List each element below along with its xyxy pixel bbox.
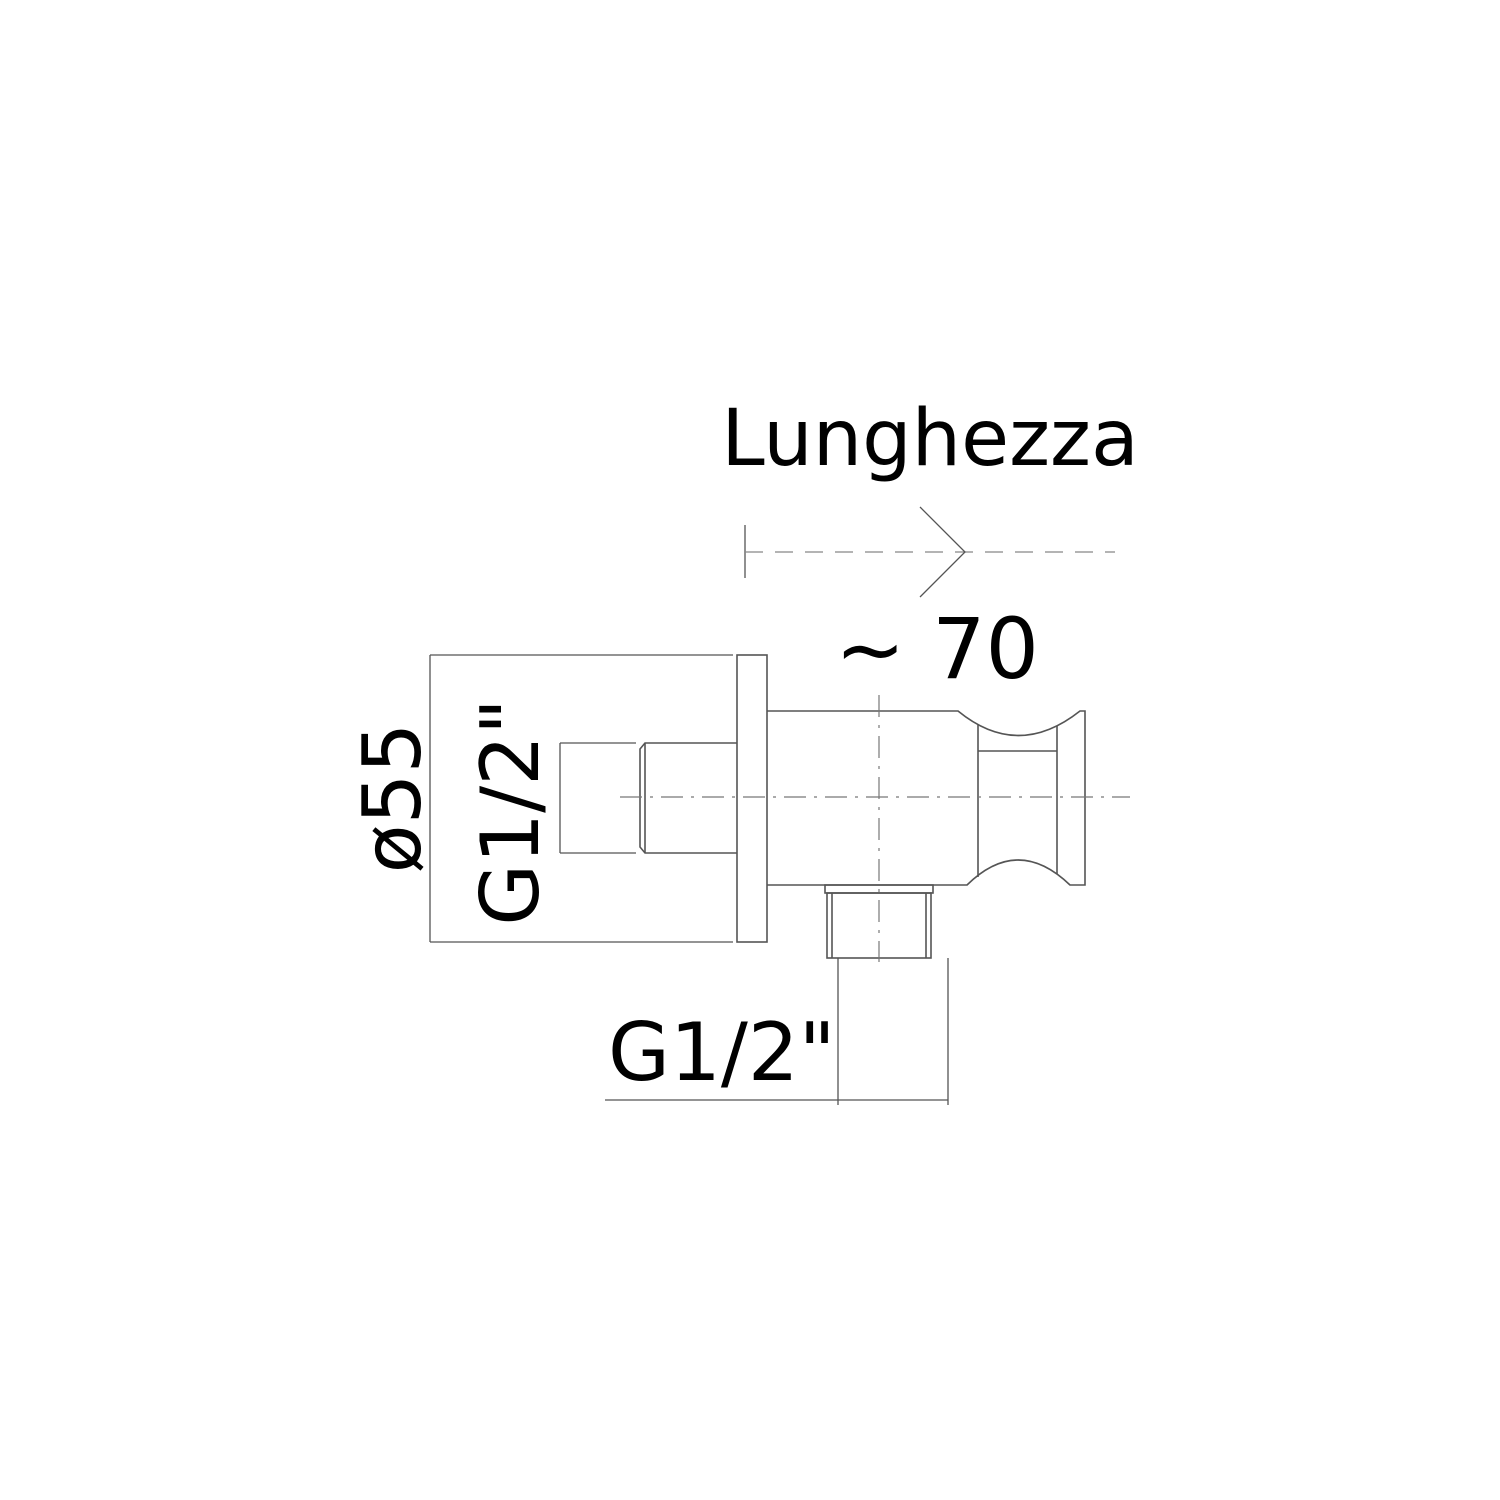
length-value: ~ 70 [835, 600, 1039, 698]
wall-outlet-part [639, 654, 1086, 959]
outlet-thread-label: G1/2" [608, 1006, 836, 1099]
inlet-thread-label: G1/2" [464, 698, 557, 926]
outlet-thread-dimension [605, 958, 949, 1105]
diameter-label: ø55 [346, 723, 439, 874]
length-label: Lunghezza [721, 394, 1139, 484]
length-indicator-arrow [744, 506, 1115, 598]
inlet-thread-dimension [559, 742, 636, 854]
diameter-dimension [429, 654, 733, 943]
